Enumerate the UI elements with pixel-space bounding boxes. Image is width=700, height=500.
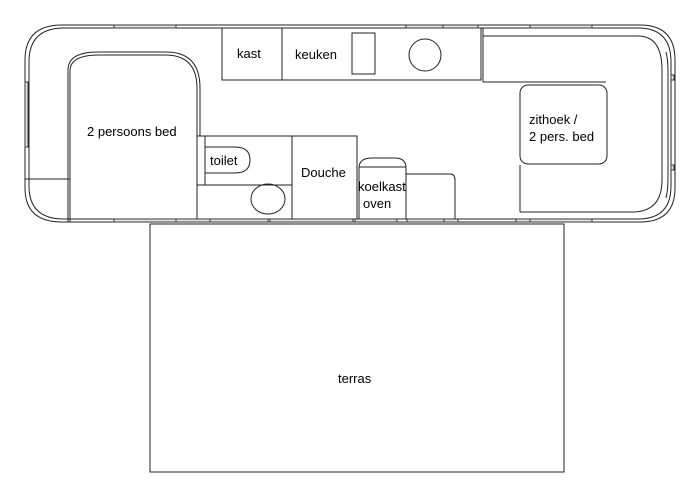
outer-wall <box>24 24 676 223</box>
kitchen-counter <box>221 28 482 81</box>
bottom-windows <box>113 218 593 223</box>
left-window <box>24 81 29 148</box>
label-terras: terras <box>338 371 372 386</box>
label-koelkast: koelkast <box>358 179 406 194</box>
bathroom-block <box>196 135 358 219</box>
label-bed: 2 persoons bed <box>87 124 177 139</box>
label-zithoek-bed: 2 pers. bed <box>529 129 595 144</box>
label-toilet: toilet <box>210 153 238 168</box>
label-zithoek: zithoek / <box>529 112 578 127</box>
label-oven: oven <box>363 196 392 211</box>
bed-outline <box>25 51 201 222</box>
fridge-oven <box>358 157 456 219</box>
top-windows <box>113 24 593 29</box>
label-keuken: keuken <box>295 47 337 62</box>
label-kast: kast <box>237 46 261 61</box>
right-window-mark <box>670 74 675 81</box>
seating-area <box>482 28 663 213</box>
terrace-outline <box>149 223 565 473</box>
right-window-mark <box>670 164 675 171</box>
label-douche: Douche <box>301 165 346 180</box>
